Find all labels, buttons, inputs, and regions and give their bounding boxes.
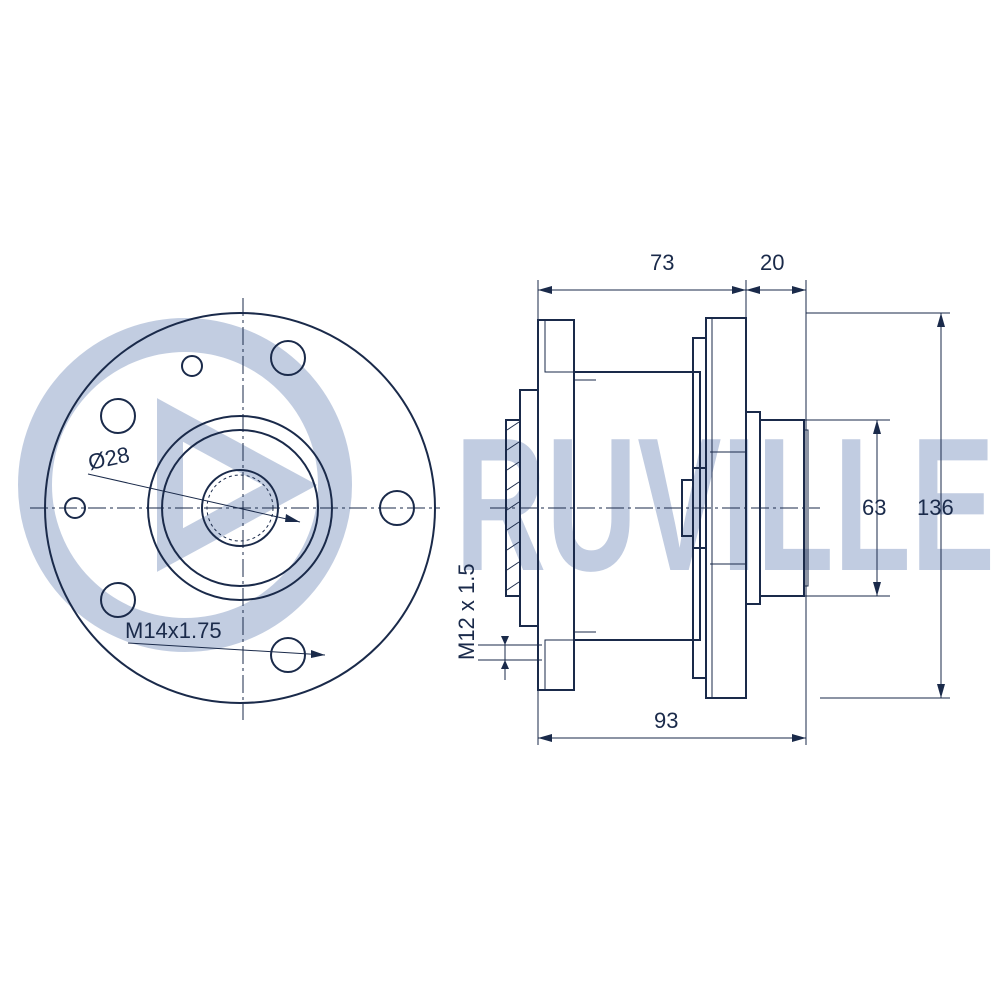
hub-outer-ring bbox=[147, 415, 333, 601]
dim-136: 136 bbox=[917, 495, 954, 520]
ruville-watermark: RUVILLE bbox=[18, 318, 995, 652]
axle-thread-label: M12 x 1.5 bbox=[454, 563, 479, 660]
bearing-body bbox=[574, 371, 701, 641]
side-view bbox=[490, 317, 820, 699]
flange-outline bbox=[44, 312, 436, 704]
dim-63: 63 bbox=[862, 495, 886, 520]
front-view: Ø28 M14x1.75 bbox=[30, 298, 440, 720]
small-hole bbox=[181, 355, 203, 377]
bore-spline bbox=[206, 474, 274, 542]
bolt-thread-label: M14x1.75 bbox=[125, 618, 222, 643]
watermark-emblem-ring bbox=[18, 318, 352, 652]
axle-stud bbox=[681, 479, 693, 537]
watermark-text: RUVILLE bbox=[455, 399, 995, 611]
abs-ring-hatching bbox=[506, 421, 520, 591]
bolt-hole bbox=[379, 490, 415, 526]
small-hole bbox=[64, 497, 86, 519]
dimension-lines: 73 20 93 63 136 M12 x 1.5 bbox=[454, 250, 954, 745]
bolt-hole bbox=[100, 582, 136, 618]
dim-20: 20 bbox=[760, 250, 784, 275]
bolt-hole bbox=[270, 637, 306, 673]
bore bbox=[201, 469, 279, 547]
dim-93: 93 bbox=[654, 708, 678, 733]
bore-diameter-label: Ø28 bbox=[86, 442, 132, 475]
hub-inner-ring bbox=[161, 429, 319, 587]
spigot bbox=[759, 419, 805, 597]
bolt-hole bbox=[270, 340, 306, 376]
dim-73: 73 bbox=[650, 250, 674, 275]
watermark-emblem-arrow bbox=[157, 398, 318, 572]
bolt-hole bbox=[100, 398, 136, 434]
